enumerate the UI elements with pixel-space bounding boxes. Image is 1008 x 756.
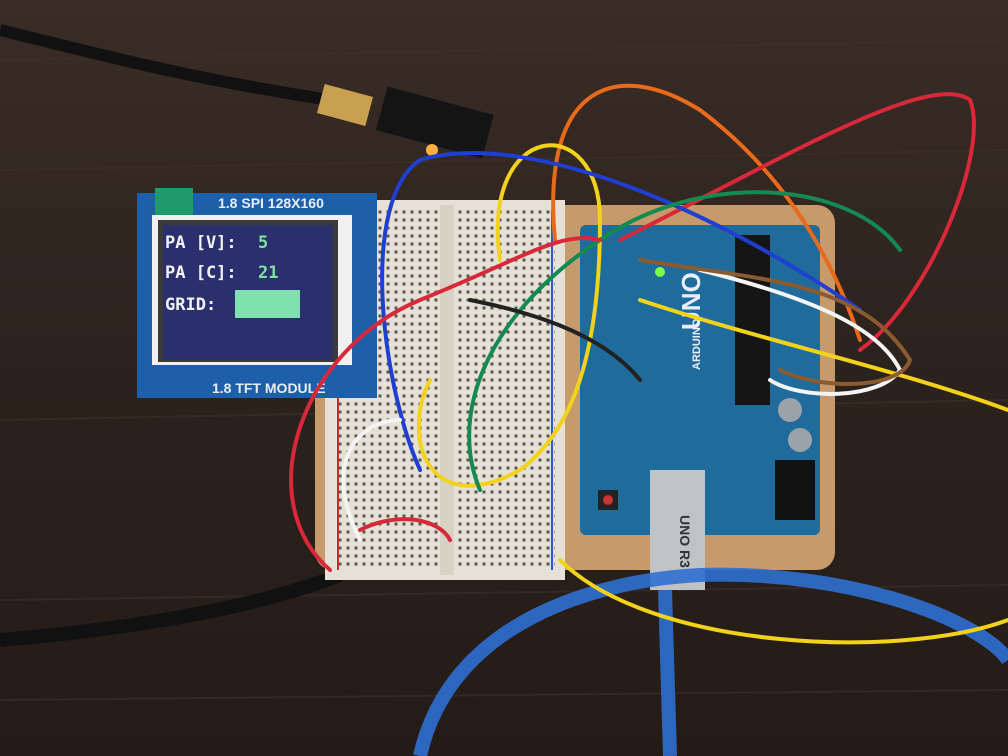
lcd-row-3-label: GRID: [165, 295, 216, 315]
lcd-row-2-value: 21 [258, 263, 278, 283]
lcd-grid-redacted-value [235, 290, 300, 318]
jumper-wires [289, 83, 1008, 645]
arduino-brand-label: ARDUINO [691, 318, 703, 370]
power-cable [0, 568, 343, 647]
arduino-board: UNO ARDUINO UNO R3 [580, 225, 820, 590]
antenna-cable [0, 24, 331, 106]
lcd-row-2-label: PA [C]: [165, 263, 237, 283]
rf-module [316, 84, 494, 159]
tft-top-label: 1.8 SPI 128X160 [218, 195, 324, 211]
lcd-row-1-label: PA [V]: [165, 233, 237, 253]
tft-bottom-label: 1.8 TFT MODULE [212, 380, 326, 396]
usb-connector-label: UNO R3 [677, 515, 693, 568]
tft-module: 1.8 SPI 128X160 PA [V]: 5 PA [C]: 21 GRI… [137, 188, 377, 398]
lcd-row-1-value: 5 [258, 233, 268, 253]
